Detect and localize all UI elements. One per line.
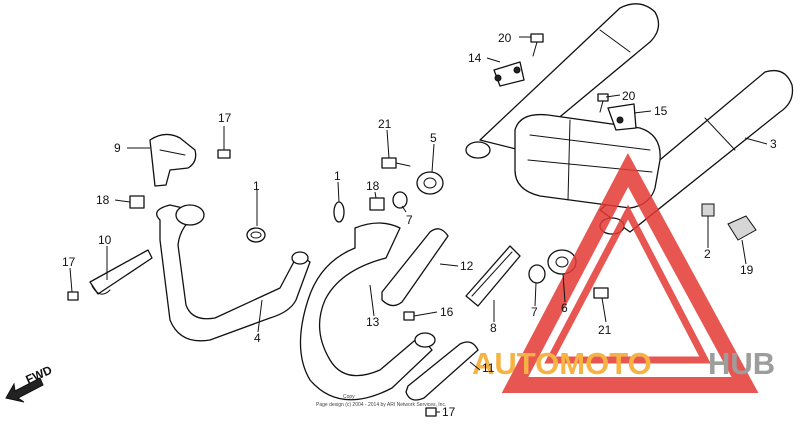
copyright-line-2: Page design (c) 2004 - 2014 by ARI Netwo… <box>316 402 446 408</box>
bolt-17c <box>425 407 437 417</box>
callout-leaders <box>69 36 768 413</box>
watermark-text-right: HUB <box>708 346 775 381</box>
muffler-bracket-15 <box>607 103 637 131</box>
bolt-17a <box>217 141 231 159</box>
callout-19: 19 <box>740 263 754 277</box>
callout-14: 14 <box>468 51 482 65</box>
callout-17a: 17 <box>218 111 232 125</box>
bolt-16 <box>403 311 415 321</box>
callout-10: 10 <box>98 233 112 247</box>
watermark-text-left: AUTOMOTO <box>472 346 652 381</box>
callout-18b: 18 <box>366 179 380 193</box>
callout-2: 2 <box>704 247 711 261</box>
callout-1a: 1 <box>253 179 260 193</box>
collar-7b <box>528 264 546 284</box>
gasket-1b <box>333 201 345 223</box>
watermark: AUTOMOTO HUB <box>472 153 775 393</box>
tail-pipe-11 <box>405 341 479 401</box>
callout-11: 11 <box>482 361 495 375</box>
callout-labels: 20 14 20 15 3 17 9 1 18 10 17 4 21 5 1 1… <box>62 31 777 419</box>
exhaust-pipe-13 <box>299 222 436 401</box>
callout-7b: 7 <box>531 305 538 319</box>
collar-7a <box>392 191 408 209</box>
gasket-1a <box>246 227 266 243</box>
nut-18a <box>129 195 145 209</box>
callout-20b: 20 <box>622 89 636 103</box>
callout-13: 13 <box>366 315 380 329</box>
heat-shield-8 <box>465 245 521 307</box>
callout-17c: 17 <box>442 405 456 419</box>
clamp-5 <box>416 171 444 195</box>
callout-18a: 18 <box>96 193 110 207</box>
callout-20a: 20 <box>498 31 512 45</box>
callout-6: 6 <box>561 301 568 315</box>
callout-3: 3 <box>770 137 777 151</box>
callout-1b: 1 <box>334 169 341 183</box>
callout-5: 5 <box>430 131 437 145</box>
bolt-20a <box>530 33 544 57</box>
fwd-direction-indicator: FWD <box>5 363 54 403</box>
bolt-20b <box>597 93 609 113</box>
bolt-21a <box>381 157 411 169</box>
nut-18b <box>369 197 385 211</box>
callout-16: 16 <box>440 305 454 319</box>
bolt-21b <box>593 287 609 299</box>
callout-4: 4 <box>254 331 261 345</box>
callout-21a: 21 <box>378 117 392 131</box>
rubber-19 <box>727 215 757 241</box>
bolt-17b <box>67 291 79 301</box>
callout-7a: 7 <box>406 213 413 227</box>
rubber-2 <box>701 203 715 217</box>
callout-17b: 17 <box>62 255 76 269</box>
left-muffler <box>465 3 660 159</box>
callout-21b: 21 <box>598 323 612 337</box>
fwd-arrow-icon <box>5 377 44 403</box>
heat-shield-12 <box>381 228 449 307</box>
watermark-triangle-icon <box>501 153 759 393</box>
copyright-line-1: Copy <box>343 394 355 400</box>
callout-15: 15 <box>654 104 668 118</box>
heat-shield-10 <box>89 249 153 295</box>
callout-12: 12 <box>460 259 474 273</box>
exhaust-pipe-4 <box>156 204 311 342</box>
heat-protector-9 <box>149 133 197 187</box>
callout-8: 8 <box>490 321 497 335</box>
callout-9: 9 <box>114 141 121 155</box>
muffler-bracket-14 <box>493 61 525 87</box>
